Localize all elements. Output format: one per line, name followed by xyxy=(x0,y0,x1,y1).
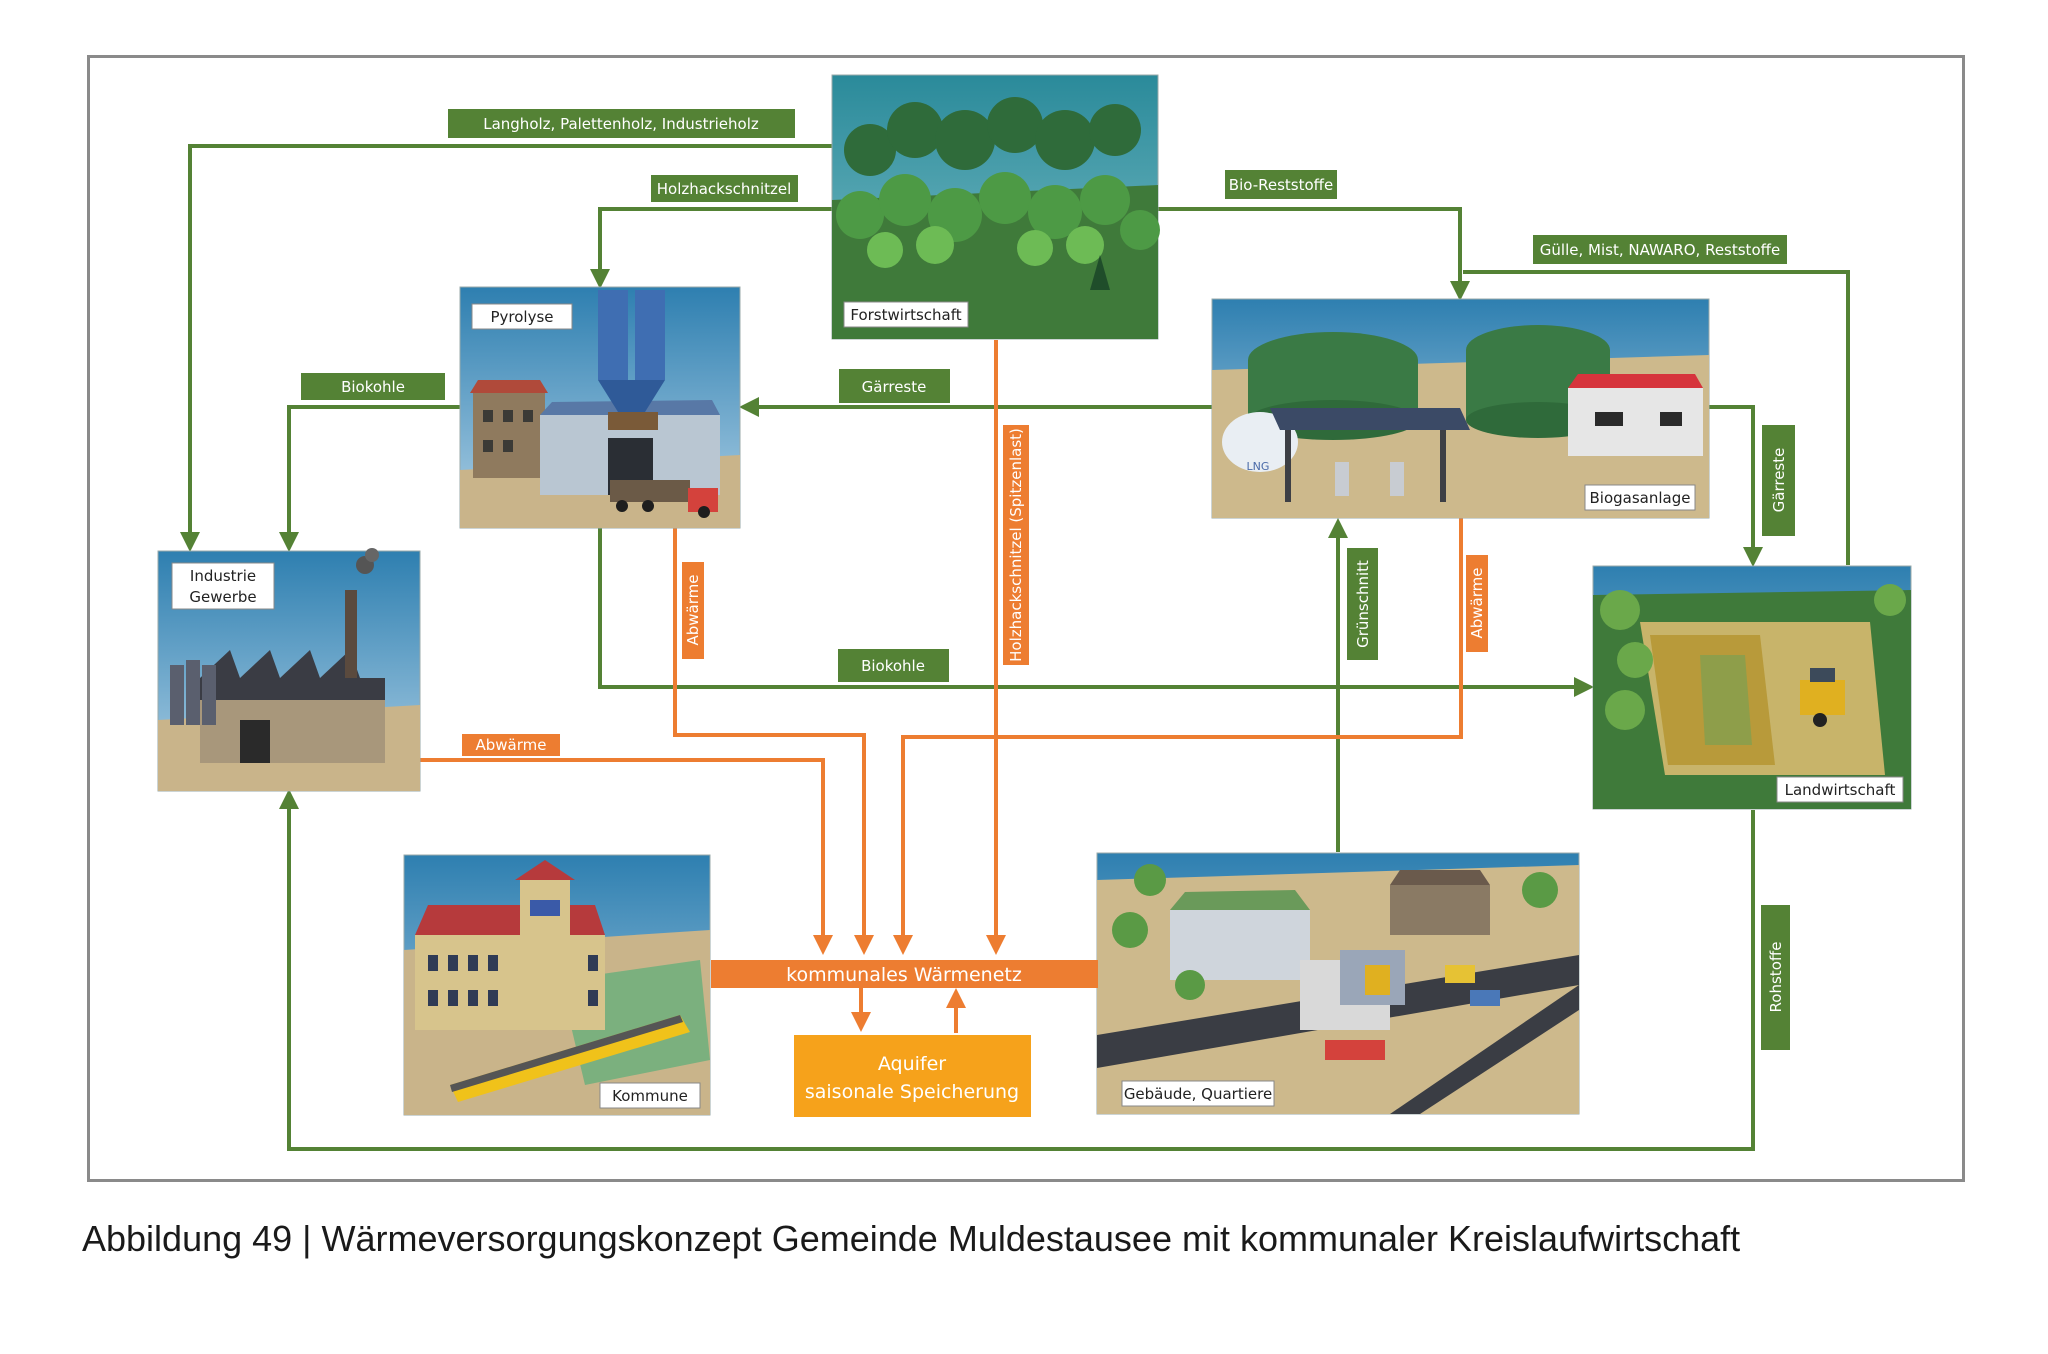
flow-line-abwaerme-biogas xyxy=(893,518,1463,955)
svg-text:Holzhackschnitzel: Holzhackschnitzel xyxy=(657,180,792,198)
flow-label-biokohle-mid: Biokohle xyxy=(838,649,949,682)
node-label-kommune: Kommune xyxy=(612,1087,688,1105)
flow-label-holzhack-spitze: Holzhackschnitzel (Spitzenlast) xyxy=(1003,425,1029,665)
svg-text:Abwärme: Abwärme xyxy=(684,575,702,646)
diagram-frame xyxy=(87,55,1965,1182)
flow-label-langholz: Langholz, Palettenholz, Industrieholz xyxy=(448,109,795,138)
node-gebaeude-quartiere: Gebäude, Quartiere xyxy=(1096,852,1580,1115)
flow-line-abwaerme-pyro xyxy=(673,528,874,955)
svg-text:Gärreste: Gärreste xyxy=(1770,448,1788,513)
flow-label-bio-reststoffe: Bio-Reststoffe xyxy=(1225,170,1337,199)
node-label-gebaeude: Gebäude, Quartiere xyxy=(1124,1085,1272,1103)
svg-text:Gärreste: Gärreste xyxy=(862,378,927,396)
svg-text:Abwärme: Abwärme xyxy=(476,736,547,754)
flow-label-gruenschnitt: Grünschnitt xyxy=(1347,548,1378,660)
flow-label-abwaerme-biogas: Abwärme xyxy=(1466,555,1488,652)
node-pyrolyse: Pyrolyse xyxy=(459,286,741,529)
flow-label-rohstoffe: Rohstoffe xyxy=(1761,905,1790,1050)
svg-text:Abwärme: Abwärme xyxy=(1468,568,1486,639)
flow-line-rohstoffe xyxy=(279,789,1755,1151)
node-label-pyrolyse: Pyrolyse xyxy=(490,308,553,326)
node-label-biogas: Biogasanlage xyxy=(1590,489,1691,507)
flow-line-biokohle-mid xyxy=(598,528,1594,697)
flow-label-biokohle-left: Biokohle xyxy=(301,373,445,400)
flow-label-abwaerme-pyro: Abwärme xyxy=(682,562,704,659)
flow-line-langholz xyxy=(180,144,832,552)
svg-text:Holzhackschnitzel (Spitzenlast: Holzhackschnitzel (Spitzenlast) xyxy=(1007,428,1025,662)
node-label-industrie-2: Gewerbe xyxy=(189,588,256,606)
node-aquifer: Aquifer saisonale Speicherung xyxy=(794,1035,1031,1117)
svg-text:Grünschnitt: Grünschnitt xyxy=(1354,560,1372,648)
flow-label-guelle: Gülle, Mist, NAWARO, Reststoffe xyxy=(1533,235,1787,264)
node-industrie-gewerbe: Industrie Gewerbe xyxy=(157,548,421,792)
node-label-landwirtschaft: Landwirtschaft xyxy=(1785,781,1896,799)
node-label-aquifer-2: saisonale Speicherung xyxy=(805,1081,1019,1103)
flow-label-gaerreste-right: Gärreste xyxy=(1762,425,1795,536)
flow-line-biokohle-left xyxy=(279,405,460,552)
figure-caption: Abbildung 49 | Wärmeversorgungskonzept G… xyxy=(82,1218,1741,1259)
flow-line-bio-reststoffe xyxy=(1158,207,1470,301)
node-forstwirtschaft: Forstwirtschaft xyxy=(831,74,1160,340)
node-label-industrie-1: Industrie xyxy=(190,567,256,585)
svg-text:Bio-Reststoffe: Bio-Reststoffe xyxy=(1229,176,1333,194)
svg-text:Biokohle: Biokohle xyxy=(861,657,925,675)
lng-label: LNG xyxy=(1247,460,1270,473)
node-biogasanlage: LNG Biogasanlage xyxy=(1211,298,1710,519)
flow-label-holzhack: Holzhackschnitzel xyxy=(651,175,798,202)
svg-text:Gülle, Mist, NAWARO, Reststoff: Gülle, Mist, NAWARO, Reststoffe xyxy=(1540,241,1780,259)
node-label-waermenetz: kommunales Wärmenetz xyxy=(786,964,1022,986)
node-kommune: Kommune xyxy=(403,854,711,1116)
svg-text:Langholz, Palettenholz, Indust: Langholz, Palettenholz, Industrieholz xyxy=(483,115,759,133)
svg-text:Rohstoffe: Rohstoffe xyxy=(1767,942,1785,1013)
flow-line-guelle xyxy=(1463,270,1850,565)
flow-label-abwaerme-ind: Abwärme xyxy=(462,734,560,756)
node-label-aquifer-1: Aquifer xyxy=(878,1053,946,1075)
node-label-forst: Forstwirtschaft xyxy=(850,306,961,324)
node-waermenetz: kommunales Wärmenetz xyxy=(711,960,1098,988)
node-landwirtschaft: Landwirtschaft xyxy=(1592,565,1912,810)
flow-line-gaerreste-right xyxy=(1708,405,1763,567)
svg-text:Biokohle: Biokohle xyxy=(341,378,405,396)
flow-line-abwaerme-ind xyxy=(418,758,833,955)
flow-label-gaerreste-mid: Gärreste xyxy=(839,369,950,403)
flow-line-holzhack xyxy=(590,207,832,289)
